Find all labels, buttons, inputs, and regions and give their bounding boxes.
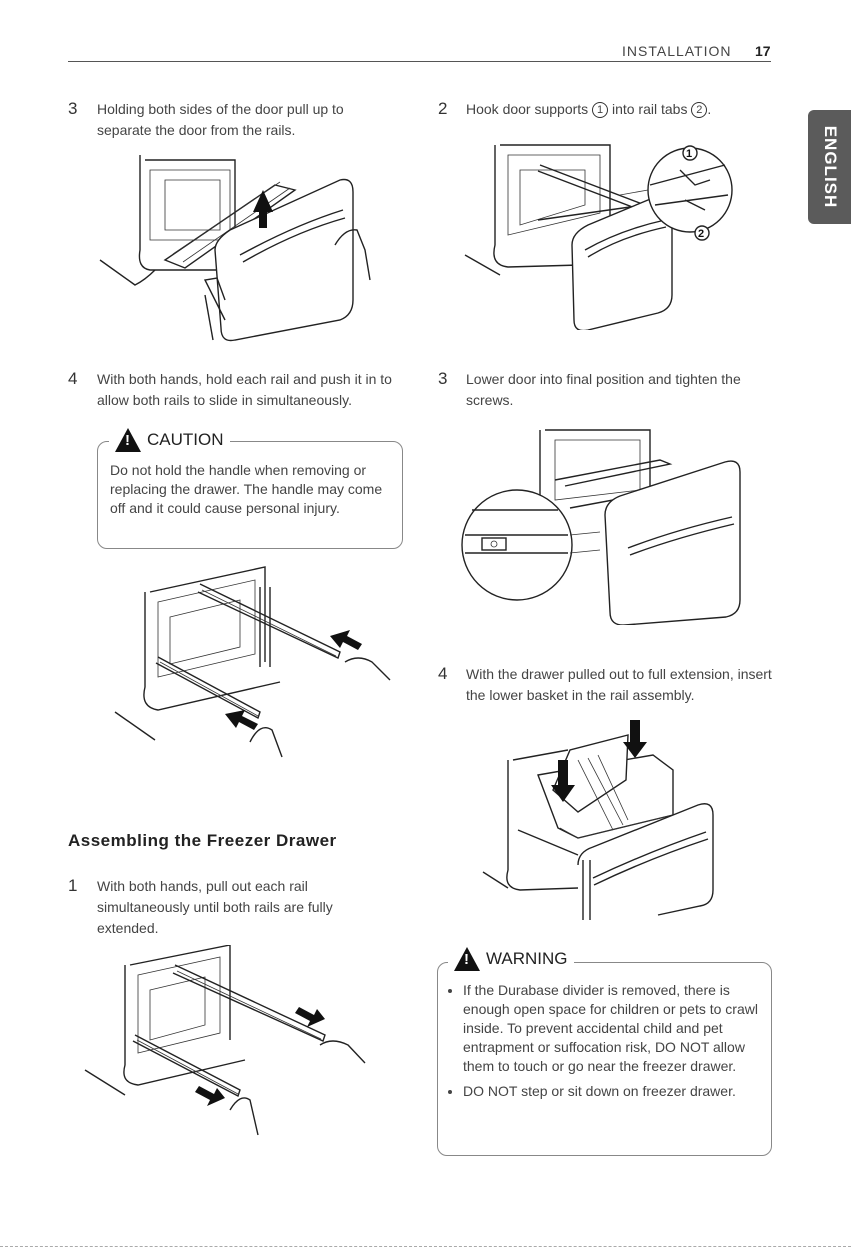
push-rails-illustration bbox=[114, 566, 391, 758]
warning-title: ! WARNING bbox=[448, 947, 574, 971]
step-number: 1 bbox=[68, 876, 78, 895]
insert-basket-illustration bbox=[482, 720, 714, 920]
step-number: 3 bbox=[68, 99, 78, 118]
step-text: With the drawer pulled out to full exten… bbox=[466, 666, 772, 703]
warning-triangle-icon: ! bbox=[115, 428, 141, 452]
page-bottom-rule bbox=[0, 1246, 851, 1247]
warning-text: If the Durabase divider is removed, ther… bbox=[449, 981, 764, 1107]
callout-1: 1 bbox=[686, 148, 692, 160]
caution-title: ! CAUTION bbox=[109, 428, 230, 452]
warning-triangle-icon: ! bbox=[454, 947, 480, 971]
tighten-screws-illustration bbox=[461, 429, 741, 625]
caution-label: CAUTION bbox=[147, 430, 224, 449]
marker-2-icon: 2 bbox=[691, 102, 708, 118]
step-text: With both hands, hold each rail and push… bbox=[97, 371, 392, 408]
step-number: 2 bbox=[438, 99, 448, 118]
header-rule bbox=[68, 61, 771, 62]
step-number: 4 bbox=[438, 664, 448, 683]
step-number: 4 bbox=[68, 369, 78, 388]
step-text: Hook door supports 1 into rail tabs 2. bbox=[466, 99, 796, 120]
language-tab-label: ENGLISH bbox=[820, 125, 840, 209]
pull-rails-illustration bbox=[84, 945, 366, 1136]
step-text-part: . bbox=[707, 101, 712, 117]
page-number: 17 bbox=[755, 43, 771, 59]
warning-label: WARNING bbox=[486, 949, 568, 968]
step-text-part: into rail tabs bbox=[608, 101, 692, 117]
door-separation-illustration bbox=[99, 155, 371, 342]
language-tab: ENGLISH bbox=[808, 110, 851, 224]
step-number: 3 bbox=[438, 369, 448, 388]
caution-box bbox=[97, 441, 403, 549]
warning-item: If the Durabase divider is removed, ther… bbox=[463, 981, 764, 1076]
step-text: With both hands, pull out each rail simu… bbox=[97, 878, 333, 936]
callout-2: 2 bbox=[698, 228, 704, 240]
hook-supports-illustration: 1 2 bbox=[464, 144, 733, 330]
section-title: INSTALLATION bbox=[622, 43, 732, 59]
step-text: Lower door into final position and tight… bbox=[466, 371, 741, 408]
warning-box bbox=[437, 962, 772, 1156]
step-text-part: Hook door supports bbox=[466, 101, 593, 117]
warning-item: DO NOT step or sit down on freezer drawe… bbox=[463, 1082, 764, 1101]
caution-text: Do not hold the handle when removing or … bbox=[110, 462, 383, 516]
step-text: Holding both sides of the door pull up t… bbox=[97, 101, 344, 138]
marker-1-icon: 1 bbox=[592, 102, 609, 118]
section-heading: Assembling the Freezer Drawer bbox=[68, 831, 337, 850]
